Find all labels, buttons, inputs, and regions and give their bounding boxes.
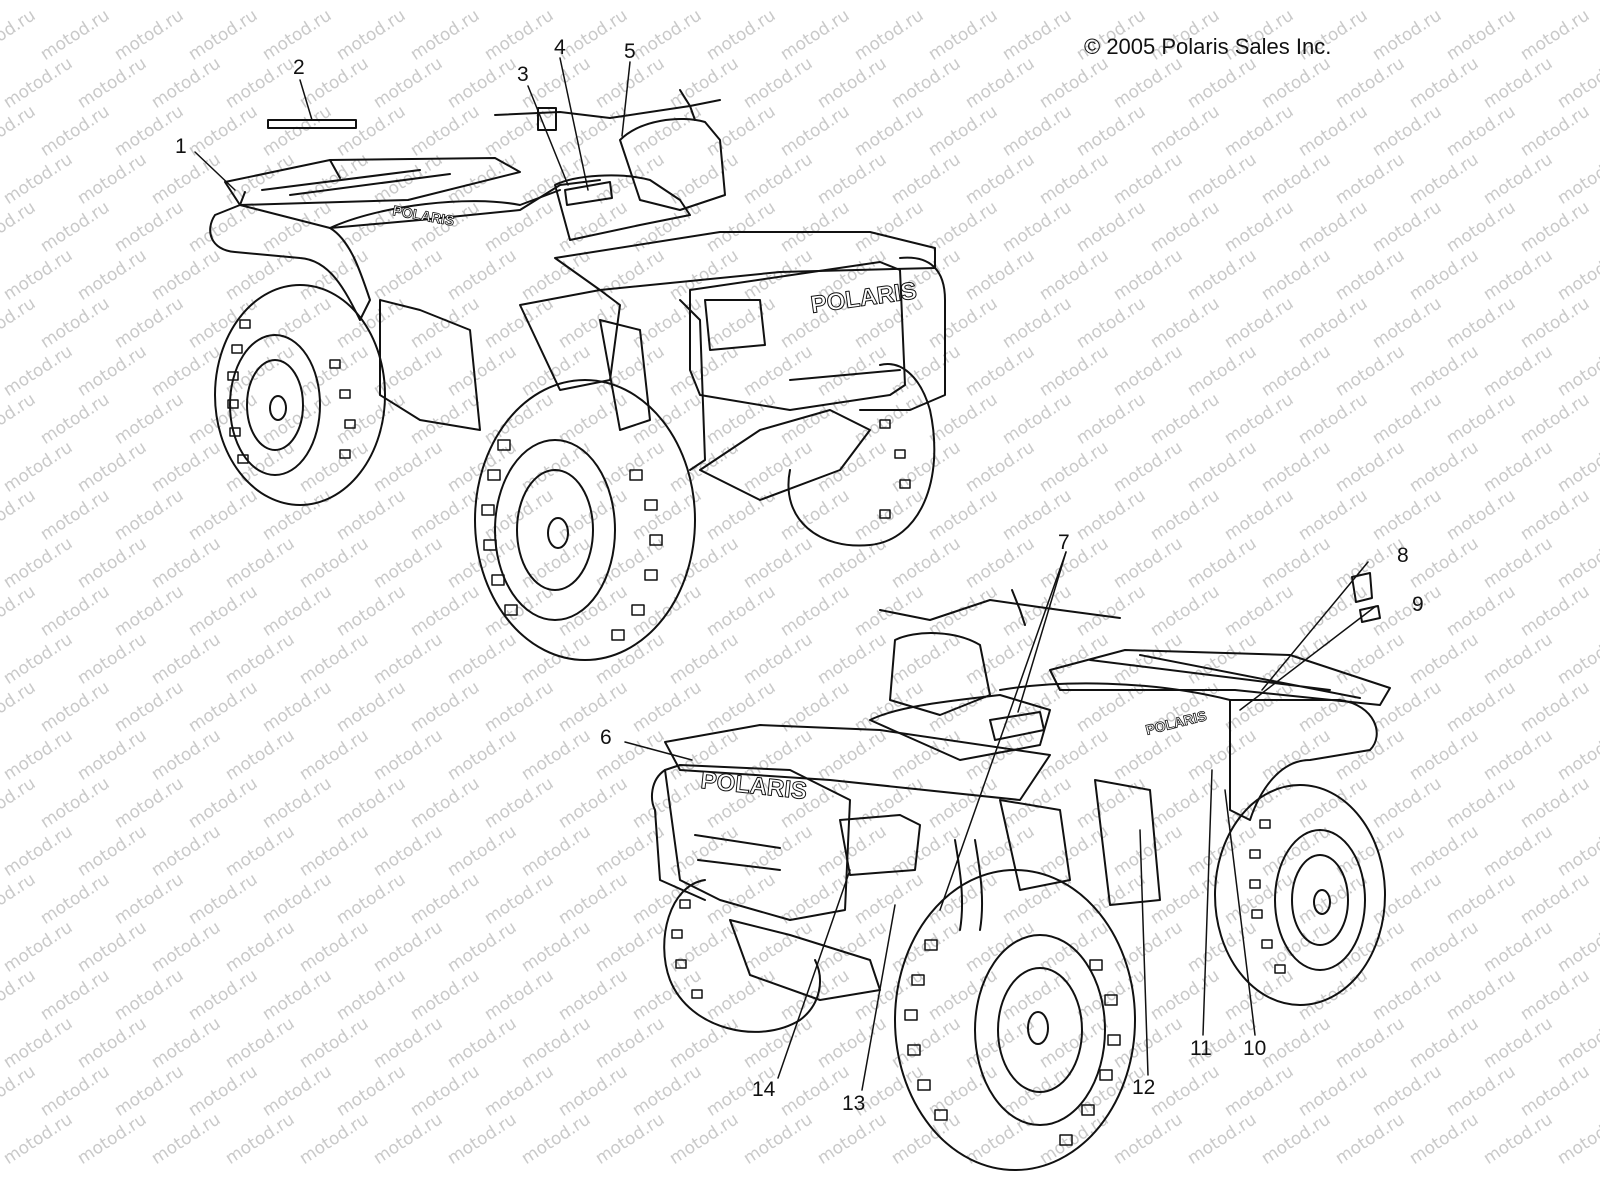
decal-9 <box>1359 605 1381 623</box>
callout-11: 11 <box>1190 1037 1212 1060</box>
callout-8: 8 <box>1397 544 1409 567</box>
rear-wheel-2 <box>1214 784 1386 1006</box>
callout-12: 12 <box>1132 1076 1156 1099</box>
leader-lines <box>194 57 1377 1091</box>
callout-10: 10 <box>1243 1037 1267 1060</box>
copyright-notice: © 2005 Polaris Sales Inc. <box>1084 34 1332 59</box>
front-rack <box>554 231 936 291</box>
callout-2: 2 <box>293 56 305 79</box>
polaris-logo-top-rear: POLARIS <box>391 202 455 229</box>
callout-4: 4 <box>554 36 566 59</box>
front-rack-2 <box>664 724 1051 801</box>
callout-5: 5 <box>624 40 636 63</box>
callout-3: 3 <box>517 63 529 86</box>
rear-rack-2 <box>1049 649 1391 706</box>
front-right-wheel <box>787 363 936 547</box>
callout-6: 6 <box>600 726 612 749</box>
polaris-logo-bottom-rear: POLARIS <box>1144 707 1208 738</box>
front-grille-2 <box>664 764 851 921</box>
front-left-wheel <box>474 379 696 661</box>
front-near-wheel <box>894 869 1136 1171</box>
handlebar <box>494 99 721 119</box>
rear-fender <box>209 204 371 321</box>
polaris-logo-bottom-front: POLARIS <box>699 767 808 805</box>
tread-pattern <box>227 319 911 641</box>
decal-7-tank <box>989 711 1045 741</box>
callout-9: 9 <box>1412 593 1424 616</box>
atv-top-view <box>209 89 946 661</box>
decal-4-tank <box>564 181 613 206</box>
front-grille <box>689 261 906 411</box>
handlebar-2 <box>879 599 1121 621</box>
tread-pattern-2 <box>671 819 1286 1146</box>
callout-1: 1 <box>175 135 187 158</box>
callout-14: 14 <box>752 1078 776 1101</box>
callout-13: 13 <box>842 1092 866 1115</box>
decal-8 <box>1351 572 1373 603</box>
decal-2-rack <box>267 119 357 129</box>
rear-rack <box>224 157 521 206</box>
front-far-wheel <box>663 879 821 1033</box>
callout-7: 7 <box>1058 531 1070 554</box>
rear-left-wheel <box>214 284 386 506</box>
seat <box>329 189 561 229</box>
atv-bottom-view <box>651 572 1391 1171</box>
